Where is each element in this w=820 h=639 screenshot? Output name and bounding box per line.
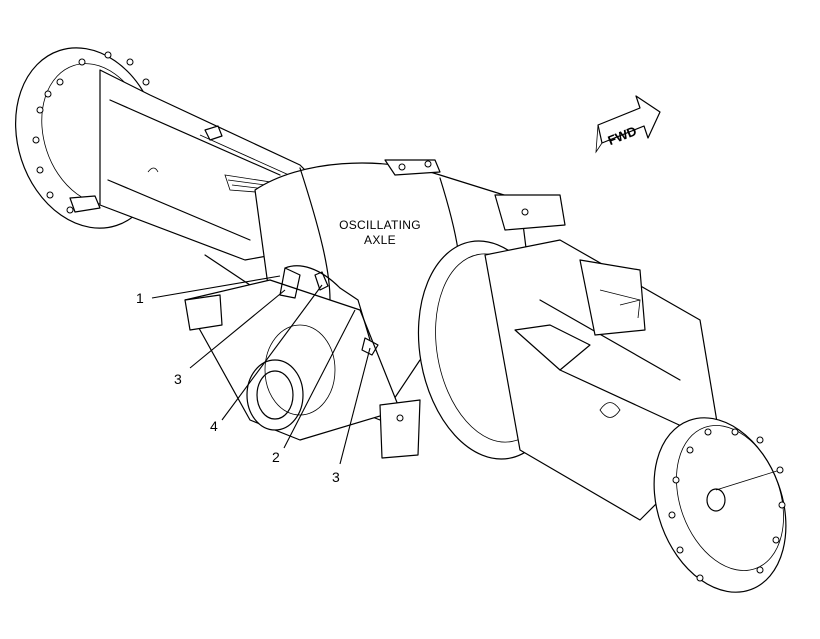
callout-numbers: 1 3 4 2 3 xyxy=(136,290,340,485)
callout-2: 2 xyxy=(272,449,280,465)
callout-3-right: 3 xyxy=(332,469,340,485)
forward-arrow-icon: FWD xyxy=(595,95,661,154)
breather-lines xyxy=(279,265,379,356)
callout-4: 4 xyxy=(210,418,218,434)
right-wheel-flange xyxy=(653,417,787,593)
axle-label-line2: AXLE xyxy=(364,233,396,247)
leader-lines xyxy=(151,275,371,465)
axle-label-line1: OSCILLATING xyxy=(339,218,421,232)
differential-carrier xyxy=(184,279,421,459)
callout-1: 1 xyxy=(136,290,144,306)
callout-3-left: 3 xyxy=(174,371,182,387)
